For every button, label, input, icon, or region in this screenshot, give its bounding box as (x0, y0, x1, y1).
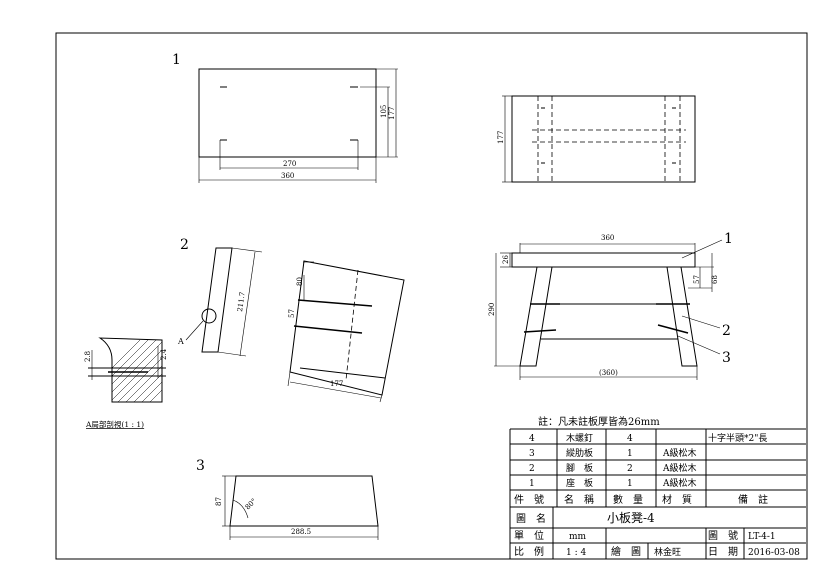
bom-row-2-material: A級松木 (662, 447, 697, 459)
scale-label: 比 例 (514, 545, 544, 558)
bom-header-qty: 數 量 (613, 493, 643, 506)
bom-row-3-qty: 2 (627, 464, 633, 474)
dim-brace-288-5: 288.5 (291, 528, 311, 536)
dim-front-57: 57 (693, 275, 701, 284)
front-leg-left (519, 266, 553, 367)
bom-row-2-qty: 1 (627, 449, 633, 459)
detail-a-label: A (177, 337, 184, 346)
scale-value: 1 : 4 (566, 548, 586, 558)
bom-row-1-no: 4 (529, 434, 535, 444)
callout-2: 2 (722, 323, 731, 339)
dim-leg-57: 57 (288, 309, 296, 318)
leg-side-outline (201, 247, 233, 353)
view-3-label: 3 (196, 458, 205, 474)
dim-top-177: 177 (497, 131, 505, 144)
bom-row-4-name: 座 板 (566, 477, 593, 489)
drawing-no-value: LT-4-1 (748, 532, 776, 542)
sheet-border (55, 32, 808, 560)
dim-leg-177: 177 (330, 380, 343, 388)
seat-plan-outline (198, 68, 377, 158)
title-block (510, 507, 806, 559)
seat-screw-holes (220, 86, 358, 141)
dim-front-360: 360 (601, 234, 614, 242)
dim-211-7: 211.7 (236, 291, 247, 312)
dim-brace-angle: 80° (244, 497, 258, 511)
dim-front-290: 290 (488, 303, 496, 316)
view-1-label: 1 (172, 52, 181, 68)
drawer-value: 林金旺 (654, 546, 681, 558)
detail-a-circle (201, 308, 217, 324)
drawing-no-label: 圖 號 (708, 529, 738, 542)
bom-header-no: 件 號 (514, 493, 544, 506)
dim-2-8: 2.8 (84, 351, 92, 362)
bom-header-name: 名 稱 (564, 493, 594, 506)
date-label: 日 期 (708, 546, 738, 558)
bom-header-material: 材 質 (662, 493, 692, 506)
callout-1: 1 (724, 231, 733, 247)
assembly-top-hidden-lines (532, 96, 686, 182)
title-name-label: 圖 名 (516, 512, 546, 525)
drawer-label: 繪 圖 (611, 545, 641, 558)
dim-front-26: 26 (502, 255, 510, 264)
bom-row-1-name: 木螺釘 (566, 432, 593, 444)
bom-row-4-no: 1 (529, 479, 535, 489)
bom-row-3-name: 腳 板 (566, 462, 593, 474)
bom-row-2-name: 縱肋板 (566, 447, 593, 459)
bom-row-1-remark: 十字半頭*2"長 (708, 432, 767, 444)
view-2-label: 2 (180, 237, 189, 253)
dim-brace-87: 87 (215, 497, 223, 506)
bom-row-2-no: 3 (529, 449, 535, 459)
dim-177: 177 (388, 107, 396, 120)
date-value: 2016-03-08 (748, 548, 800, 558)
bom-header-remark: 備 註 (738, 493, 768, 506)
general-note: 註：凡未註板厚皆為26mm (538, 415, 660, 428)
dim-270: 270 (283, 160, 296, 168)
dim-front-68: 68 (711, 275, 719, 284)
unit-label: 單 位 (514, 529, 544, 542)
bom-row-3-material: A級松木 (662, 462, 697, 474)
dim-leg-80: 80 (296, 277, 304, 286)
bom-row-3-no: 2 (529, 464, 535, 474)
bom-row-4-material: A級松木 (662, 477, 697, 489)
bom-row-4-qty: 1 (627, 479, 633, 489)
bom-row-1-qty: 4 (627, 434, 633, 444)
detail-a-caption: A局部剖視(1 : 1) (85, 419, 144, 429)
front-seat-board (511, 252, 696, 268)
assembly-top-screws (541, 107, 676, 164)
dim-2-4: 2.4 (160, 348, 168, 360)
dim-360: 360 (281, 172, 294, 180)
dim-105: 105 (380, 105, 388, 118)
dim-front-360p: (360) (599, 369, 618, 377)
drawing-title: 小板凳-4 (607, 510, 655, 525)
unit-value: mm (569, 532, 587, 542)
bom-table (509, 428, 806, 559)
assembly-top-outline (511, 95, 696, 183)
callout-3: 3 (722, 350, 731, 366)
detail-a-section: 2.8 2.4 (84, 337, 168, 403)
